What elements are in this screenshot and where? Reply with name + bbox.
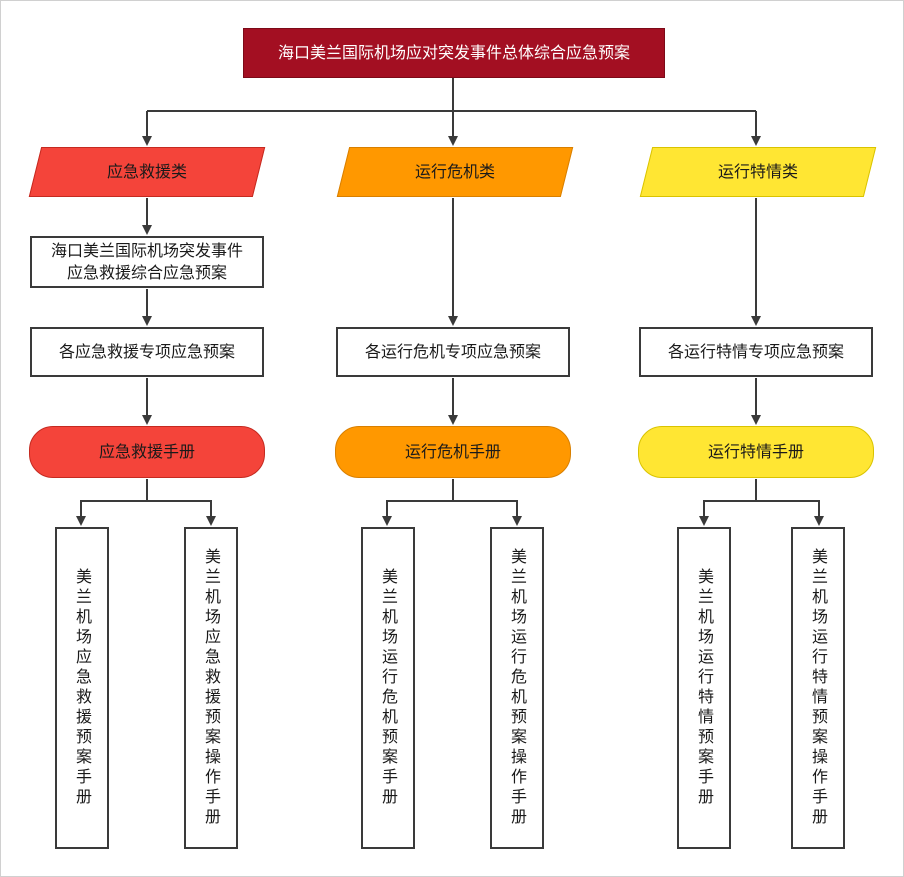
- rescue-plan-manual-doc: 美兰机场应急救援预案手册: [55, 527, 109, 849]
- category-rescue: 应急救援类: [35, 147, 259, 197]
- crisis-operation-manual-label: 美兰机场运行危机预案操作手册: [508, 548, 527, 828]
- crisis-plan-manual-label: 美兰机场运行危机预案手册: [379, 568, 398, 808]
- category-special: 运行特情类: [646, 147, 870, 197]
- rescue-operation-manual-doc: 美兰机场应急救援预案操作手册: [184, 527, 238, 849]
- special-special-plans: 各运行特情专项应急预案: [639, 327, 873, 377]
- special-plan-manual-label: 美兰机场运行特情预案手册: [695, 568, 714, 808]
- rescue-comprehensive-plan: 海口美兰国际机场突发事件 应急救援综合应急预案: [30, 236, 264, 288]
- root-plan-title: 海口美兰国际机场应对突发事件总体综合应急预案: [277, 43, 630, 62]
- crisis-plan-manual-doc: 美兰机场运行危机预案手册: [361, 527, 415, 849]
- category-crisis: 运行危机类: [343, 147, 567, 197]
- rescue-operation-manual-label: 美兰机场应急救援预案操作手册: [202, 548, 221, 828]
- crisis-manual-label: 运行危机手册: [404, 442, 501, 461]
- crisis-special-plans: 各运行危机专项应急预案: [336, 327, 570, 377]
- rescue-plan-line2: 应急救援综合应急预案: [66, 263, 227, 282]
- rescue-special-plans-label: 各应急救援专项应急预案: [58, 342, 235, 361]
- special-manual: 运行特情手册: [638, 426, 874, 478]
- rescue-manual: 应急救援手册: [29, 426, 265, 478]
- connector: [147, 500, 216, 526]
- root-plan-box: 海口美兰国际机场应对突发事件总体综合应急预案: [243, 28, 665, 78]
- category-special-label: 运行特情类: [717, 162, 798, 181]
- rescue-plan-manual-label: 美兰机场应急救援预案手册: [73, 568, 92, 808]
- rescue-special-plans: 各应急救援专项应急预案: [30, 327, 264, 377]
- category-rescue-label: 应急救援类: [106, 162, 187, 181]
- crisis-special-plans-label: 各运行危机专项应急预案: [364, 342, 541, 361]
- special-special-plans-label: 各运行特情专项应急预案: [667, 342, 844, 361]
- connector: [76, 479, 148, 526]
- crisis-operation-manual-doc: 美兰机场运行危机预案操作手册: [490, 527, 544, 849]
- connector: [756, 500, 824, 526]
- connector: [382, 479, 454, 526]
- connector: [453, 500, 522, 526]
- crisis-manual: 运行危机手册: [335, 426, 571, 478]
- rescue-manual-label: 应急救援手册: [98, 442, 195, 461]
- special-plan-manual-doc: 美兰机场运行特情预案手册: [677, 527, 731, 849]
- category-crisis-label: 运行危机类: [414, 162, 495, 181]
- special-manual-label: 运行特情手册: [707, 442, 804, 461]
- special-operation-manual-doc: 美兰机场运行特情预案操作手册: [791, 527, 845, 849]
- connector: [699, 479, 757, 526]
- rescue-plan-line1: 海口美兰国际机场突发事件: [50, 241, 243, 260]
- special-operation-manual-label: 美兰机场运行特情预案操作手册: [809, 548, 828, 828]
